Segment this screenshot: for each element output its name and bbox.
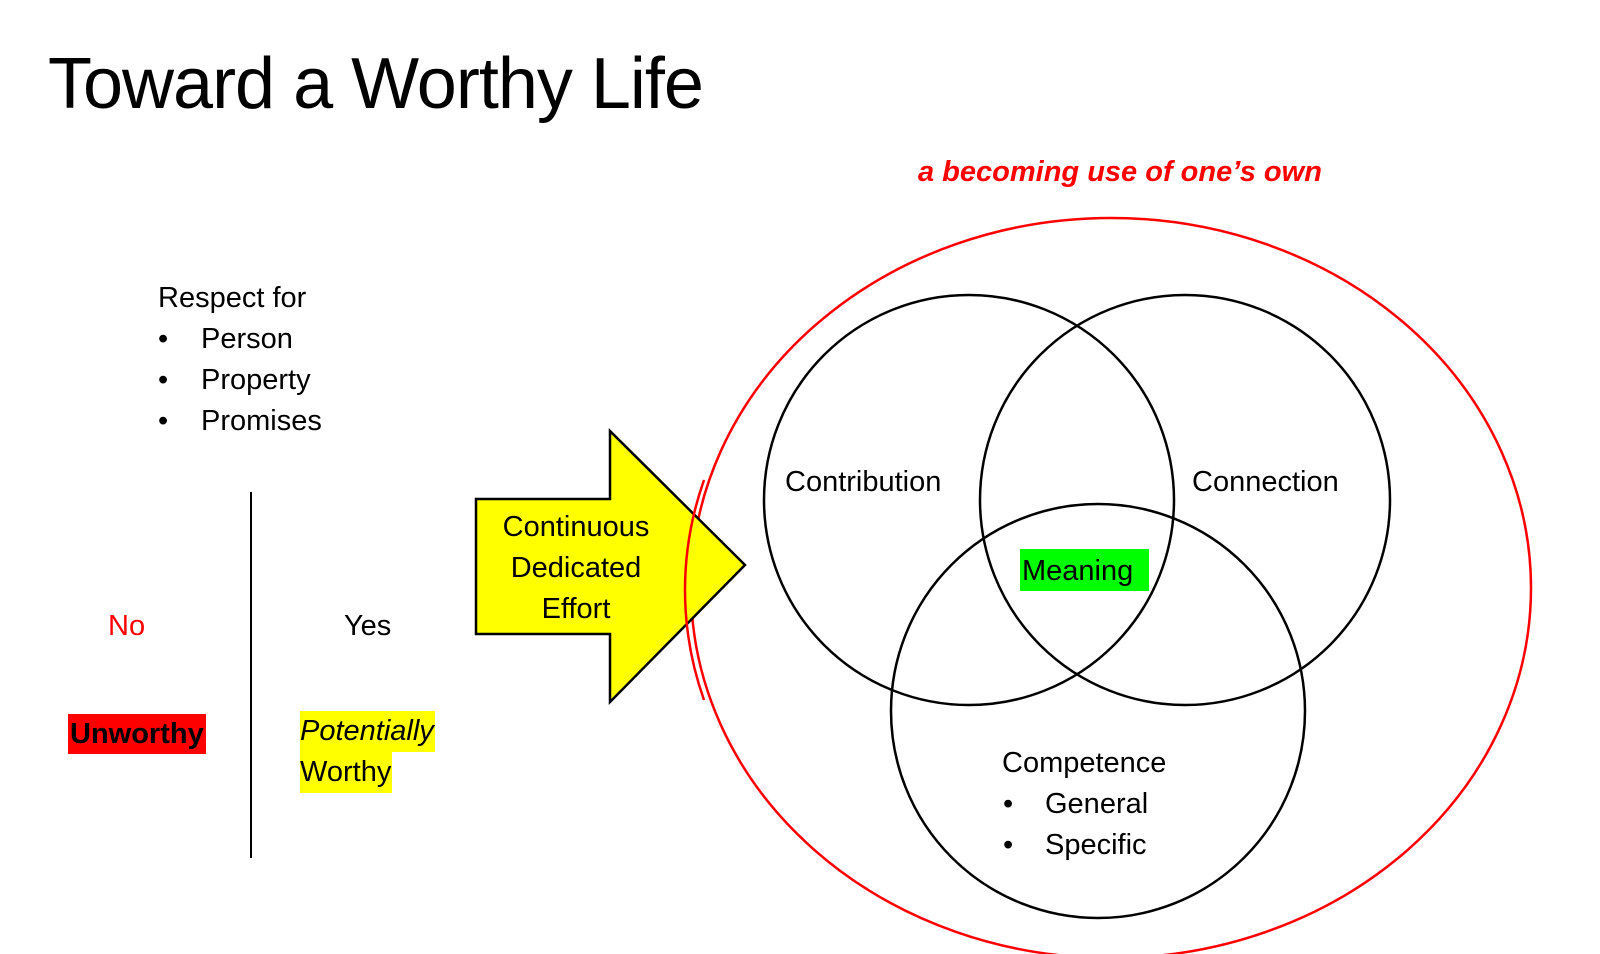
contribution-circle [762,293,1176,707]
no-label: No [108,610,146,642]
respect-list-block: Respect for •Person •Property •Promises [158,278,322,442]
competence-circle [889,502,1307,920]
potentially-label: Potentially [300,711,435,752]
arrow-text-line-3: Effort [542,593,611,625]
contribution-label: Contribution [785,466,941,498]
bullet-icon: • [158,323,169,355]
unworthy-badge: Unworthy [68,714,206,754]
no-yes-divider [250,492,252,858]
meaning-highlight [1020,549,1149,591]
worthy-label: Worthy [300,752,393,793]
respect-item-person: •Person [158,319,322,360]
connection-circle [978,293,1392,707]
bullet-icon: • [158,405,169,437]
potentially-worthy-block: Potentially Worthy [300,711,435,793]
arrow-text-line-2: Dedicated [511,552,642,584]
competence-item-specific: Specific [1045,829,1147,861]
competence-bullet-1: • [1003,788,1013,820]
arrow-text-line-1: Continuous [503,511,650,543]
yes-label: Yes [344,610,392,642]
competence-item-general: General [1045,788,1148,820]
respect-item-promises: •Promises [158,401,322,442]
continuous-effort-arrow [474,427,747,706]
respect-heading: Respect for [158,282,307,314]
competence-heading: Competence [1002,747,1166,779]
page-title: Toward a Worthy Life [48,44,704,124]
subtitle: a becoming use of one’s own [918,156,1322,188]
meaning-label: Meaning [1022,555,1133,587]
bullet-icon: • [158,364,169,396]
outer-red-ellipse-overlap [683,479,706,701]
respect-list: •Person •Property •Promises [158,319,322,442]
connection-label: Connection [1192,466,1339,498]
competence-bullet-2: • [1003,829,1013,861]
respect-item-property: •Property [158,360,322,401]
